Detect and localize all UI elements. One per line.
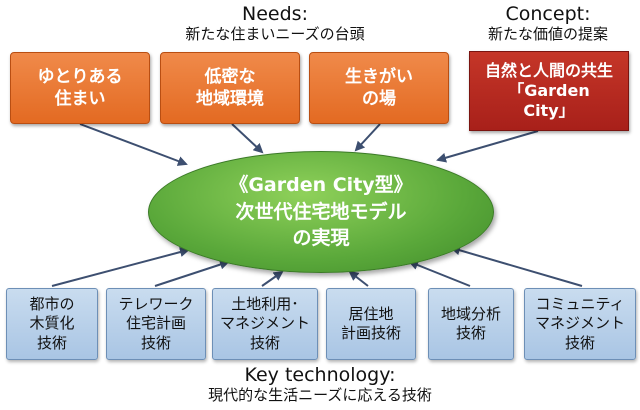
- tech-box-3: 土地利用･ マネジメント 技術: [212, 288, 318, 360]
- center-ellipse: 《Garden City型》 次世代住宅地モデル の実現: [148, 151, 494, 273]
- center-title: 《Garden City型》: [229, 174, 413, 197]
- concept-header-jp: 新たな価値の提案: [487, 24, 608, 43]
- concept-box: 自然と人間の共生 「Garden City」: [469, 51, 629, 131]
- arrow-need-1: [79, 123, 188, 166]
- arrow-tech-6: [450, 245, 583, 287]
- arrow-tech-4: [348, 270, 369, 287]
- center-line3: の実現: [292, 227, 350, 250]
- needs-header-jp: 新たな住まいニーズの台頭: [185, 24, 365, 43]
- tech-box-1: 都市の 木質化 技術: [6, 288, 98, 360]
- need-box-3: 生きがい の場: [309, 52, 449, 124]
- center-line2: 次世代住宅地モデル: [235, 200, 407, 223]
- tech-box-6: コミュニティ マネジメント 技術: [524, 288, 636, 360]
- concept-header: Concept: 新たな価値の提案: [462, 3, 634, 43]
- arrow-tech-1: [51, 247, 190, 287]
- tech-box-5: 地域分析 技術: [428, 288, 514, 360]
- arrow-need-2: [231, 123, 264, 154]
- tech-header-jp: 現代的な生活ニーズに応える技術: [208, 385, 432, 404]
- arrow-concept: [436, 130, 539, 163]
- tech-box-4: 居住地 計画技術: [326, 288, 416, 360]
- arrow-tech-5: [408, 260, 471, 287]
- tech-header: Key technology: 現代的な生活ニーズに応える技術: [150, 364, 490, 404]
- arrow-need-3: [354, 123, 381, 152]
- needs-header: Needs: 新たな住まいニーズの台頭: [150, 3, 400, 43]
- arrow-tech-2: [154, 259, 230, 287]
- arrow-tech-3: [261, 270, 284, 287]
- need-box-2: 低密な 地域環境: [160, 52, 300, 124]
- needs-header-en: Needs:: [242, 3, 308, 25]
- need-box-1: ゆとりある 住まい: [10, 52, 150, 124]
- tech-header-en: Key technology:: [244, 364, 396, 386]
- tech-box-2: テレワーク 住宅計画 技術: [106, 288, 206, 360]
- concept-header-en: Concept:: [505, 3, 591, 25]
